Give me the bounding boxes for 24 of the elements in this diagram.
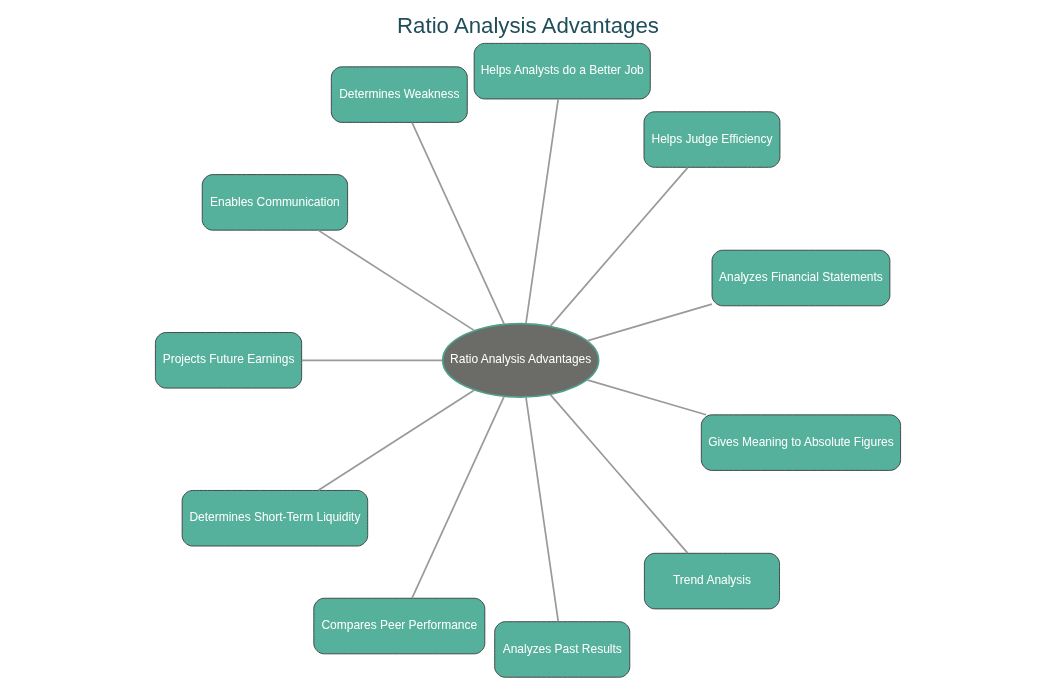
node-box: Enables Communication [201,174,348,231]
connector [300,359,443,362]
connector [317,229,475,332]
node-box: Determines Weakness [330,66,468,123]
node-box: Compares Peer Performance [312,597,485,655]
diagram-title: Ratio Analysis Advantages [396,12,659,38]
connector [317,389,475,492]
node-box: Analyzes Financial Statements [711,249,890,307]
node-box: Determines Short-Term Liquidity [181,490,368,547]
node-box: Helps Analysts do a Better Job [473,42,651,100]
node-box: Trend Analysis [643,552,780,610]
connector [410,395,505,599]
connector [585,378,707,416]
node-box: Analyzes Past Results [493,621,630,678]
connector [585,303,713,342]
node-box: Helps Judge Efficiency [643,111,780,168]
connector [524,98,559,325]
node-box: Gives Meaning to Absolute Figures [700,414,901,471]
connector [524,396,559,623]
connector [549,166,689,327]
node-box: Projects Future Earnings [154,332,302,389]
connector [549,393,689,554]
connector [410,121,505,326]
node-ellipse: Ratio Analysis Advantages [441,322,599,398]
